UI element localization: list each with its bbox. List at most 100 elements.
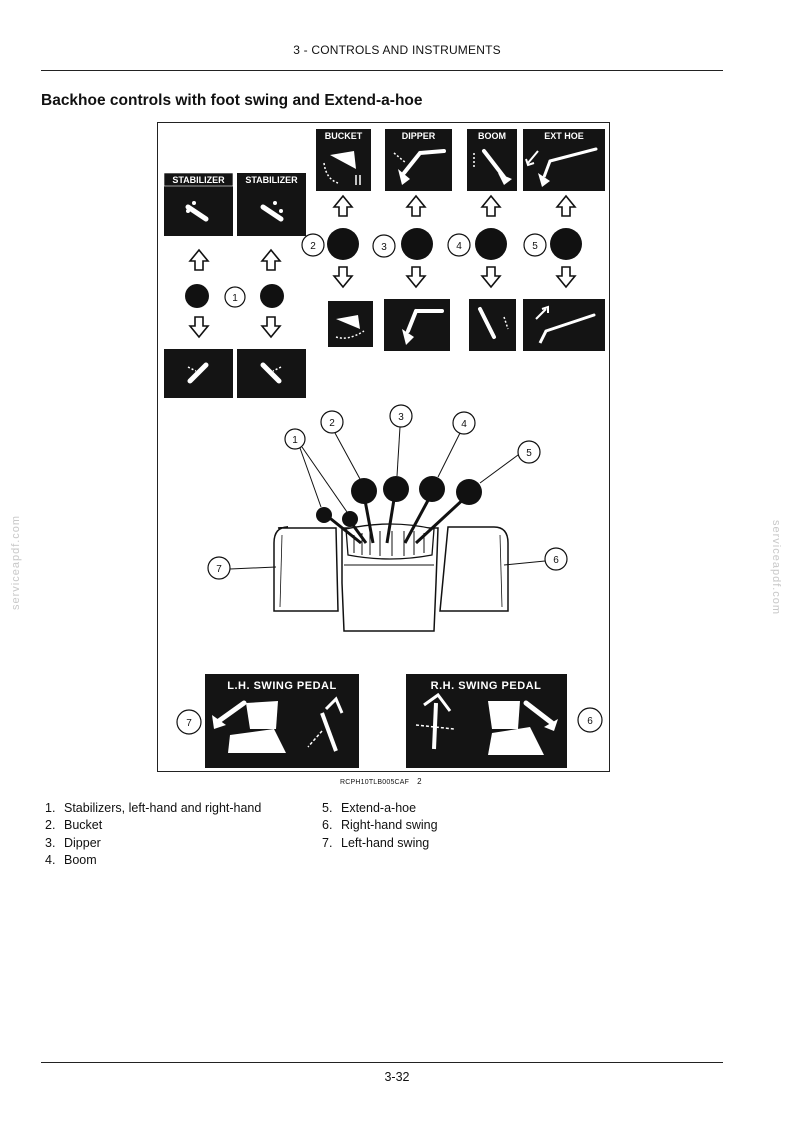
- callout-4-marker: [452, 411, 476, 435]
- boom-icon: [482, 149, 506, 179]
- figure-number: 2: [417, 777, 422, 786]
- boom-decal: BOOM: [467, 129, 517, 191]
- legend-item: 3.Dipper: [45, 835, 101, 850]
- callout-2-marker: [320, 410, 344, 434]
- bucket-label: BUCKET: [325, 131, 363, 141]
- svg-text:3: 3: [381, 242, 387, 253]
- svg-text:2: 2: [310, 241, 316, 252]
- controls-illustration: STABILIZER STABILIZER 1 BUCKET: [163, 129, 605, 768]
- callout-5-marker: [517, 440, 541, 464]
- bucket-knob: [327, 228, 359, 260]
- ext-hoe-decal: EXT HOE: [523, 129, 605, 191]
- bucket-down-decal: [328, 301, 373, 347]
- boom-lever-knob: [419, 476, 445, 502]
- stabilizer-left-label: STABILIZER: [172, 175, 225, 185]
- ext-hoe-icon: [548, 147, 598, 163]
- stabilizer-up-icon: [185, 201, 209, 222]
- legend-item: 2.Bucket: [45, 818, 103, 833]
- dipper-lever-knob: [383, 476, 409, 502]
- rh-swing-pedal-decal: R.H. SWING PEDAL: [406, 674, 567, 768]
- figure-reference: RCPH10TLB005CAF 2: [340, 777, 422, 786]
- lh-swing-pedal-decal: L.H. SWING PEDAL: [205, 674, 359, 768]
- watermark-right: serviceapdf.com: [770, 520, 782, 616]
- ext-hoe-lever-knob: [456, 479, 482, 505]
- callout-5-marker: [523, 233, 547, 257]
- lh-swing-pedal-label: L.H. SWING PEDAL: [227, 680, 336, 692]
- stabilizer-right-knob: [260, 284, 284, 308]
- legend-item: 6.Right-hand swing: [322, 818, 438, 833]
- dipper-decal: DIPPER: [385, 129, 452, 191]
- boom-down-decal: [469, 299, 516, 351]
- svg-text:3: 3: [398, 412, 404, 423]
- down-arrow-icon: [261, 316, 281, 338]
- svg-text:1: 1: [232, 293, 238, 304]
- legend-item: 7.Left-hand swing: [322, 835, 430, 850]
- svg-text:6: 6: [587, 716, 593, 727]
- svg-text:7: 7: [186, 718, 192, 729]
- boot-icon: [488, 727, 544, 755]
- down-arrow-icon: [189, 316, 209, 338]
- callout-1-marker: [284, 428, 306, 450]
- up-arrow-icon: [556, 195, 576, 217]
- stabilizer-left-decal: STABILIZER: [163, 172, 234, 236]
- callout-6-marker: [577, 707, 603, 733]
- callout-6-marker: [544, 547, 568, 571]
- rh-swing-pedal-label: R.H. SWING PEDAL: [431, 680, 542, 692]
- svg-text:5: 5: [532, 241, 538, 252]
- watermark-left: serviceapdf.com: [10, 514, 22, 610]
- boom-label: BOOM: [478, 131, 506, 141]
- svg-text:1: 1: [292, 435, 298, 446]
- down-arrow-icon: [333, 266, 353, 288]
- page-number: 3-32: [384, 1070, 410, 1084]
- header-rule: [41, 70, 723, 71]
- figure-code: RCPH10TLB005CAF: [340, 779, 410, 786]
- dipper-knob: [401, 228, 433, 260]
- bucket-lever-knob: [351, 478, 377, 504]
- svg-text:4: 4: [456, 241, 462, 252]
- stabilizer-left-knob: [185, 284, 209, 308]
- callout-4-marker: [447, 233, 471, 257]
- callout-3-marker: [372, 234, 396, 258]
- svg-text:2: 2: [329, 418, 335, 429]
- up-arrow-icon: [261, 249, 281, 271]
- stabilizer-down-decals: [164, 349, 306, 398]
- ext-hoe-down-decal: [523, 299, 605, 351]
- legend-left: 1.Stabilizers, left-hand and right-hand …: [45, 800, 261, 869]
- down-arrow-icon: [556, 266, 576, 288]
- down-arrow-icon: [481, 266, 501, 288]
- legend-item: 1.Stabilizers, left-hand and right-hand: [45, 801, 262, 815]
- swing-right-arrow-icon: [523, 700, 555, 726]
- up-arrow-icon: [333, 195, 353, 217]
- dipper-label: DIPPER: [402, 131, 436, 141]
- dipper-down-decal: [384, 299, 450, 351]
- up-arrow-icon: [481, 195, 501, 217]
- dipper-icon: [402, 149, 446, 175]
- controls-figure: STABILIZER STABILIZER 1 BUCKET: [157, 122, 610, 772]
- legend-item: 4.Boom: [45, 852, 97, 867]
- up-arrow-icon: [406, 195, 426, 217]
- down-arrow-icon: [406, 266, 426, 288]
- svg-text:4: 4: [461, 419, 467, 430]
- footer-rule: [41, 1062, 723, 1063]
- stabilizer-lever-knob: [316, 507, 332, 523]
- section-header: 3 - CONTROLS AND INSTRUMENTS: [293, 43, 501, 57]
- callout-2-marker: [301, 233, 325, 257]
- legend-right: 5.Extend-a-hoe 6.Right-hand swing 7.Left…: [322, 800, 438, 852]
- svg-text:7: 7: [216, 564, 222, 575]
- callout-1-marker: [224, 286, 246, 308]
- up-arrow-icon: [189, 249, 209, 271]
- boot-icon: [228, 729, 286, 753]
- bucket-decal: BUCKET: [316, 129, 371, 191]
- boom-knob: [475, 228, 507, 260]
- stabilizer-right-decal: STABILIZER: [237, 173, 306, 236]
- legend-item: 5.Extend-a-hoe: [322, 801, 417, 815]
- svg-text:5: 5: [526, 448, 532, 459]
- control-console: [273, 476, 509, 632]
- stabilizer-up-icon: [260, 201, 284, 222]
- stabilizer-right-label: STABILIZER: [245, 175, 298, 185]
- ext-hoe-label: EXT HOE: [544, 131, 584, 141]
- svg-text:6: 6: [553, 555, 559, 566]
- ext-hoe-knob: [550, 228, 582, 260]
- bucket-icon: [330, 151, 356, 169]
- page-title: Backhoe controls with foot swing and Ext…: [41, 92, 423, 109]
